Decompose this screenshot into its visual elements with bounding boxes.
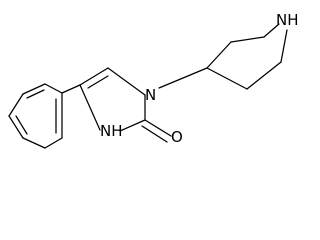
ring-bond [79,67,109,86]
phenyl-double-bond [26,89,45,99]
imidazolone-piperidine-bond [158,67,208,89]
chemical-structure-diagram: NH N NH O [8,11,299,149]
phenyl-imidazolone-bond [61,84,81,94]
phenyl-bond [8,93,24,117]
ring-bond [206,41,232,69]
ring-bond [107,67,146,96]
phenyl-bond [44,83,63,94]
ring-bond [230,36,265,43]
ring-bond [280,29,288,63]
phenyl-ring [8,83,63,149]
structure-canvas: NH N NH O [8,11,299,149]
atom-nh-imidazolone: NH [100,122,123,140]
phenyl-bond [22,83,46,95]
ring-bond [263,23,280,38]
ring-double-bond [87,75,109,89]
carbonyl-double-bond [141,125,168,143]
atom-nh-piperidine: NH [276,11,299,29]
carbonyl-bond [144,119,172,137]
phenyl-bond [8,115,24,139]
atom-n-imidazolone: N [145,86,156,104]
ring-bond [206,67,248,90]
phenyl-double-bond [15,115,28,135]
phenyl-bond [44,137,63,149]
atom-o-carbonyl: O [171,128,183,146]
ring-bond [79,84,101,131]
phenyl-bond [22,137,46,149]
ring-bond [246,61,282,90]
piperidine-ring [206,23,288,90]
ring-bond [119,119,146,132]
imidazolone-ring [79,67,146,132]
